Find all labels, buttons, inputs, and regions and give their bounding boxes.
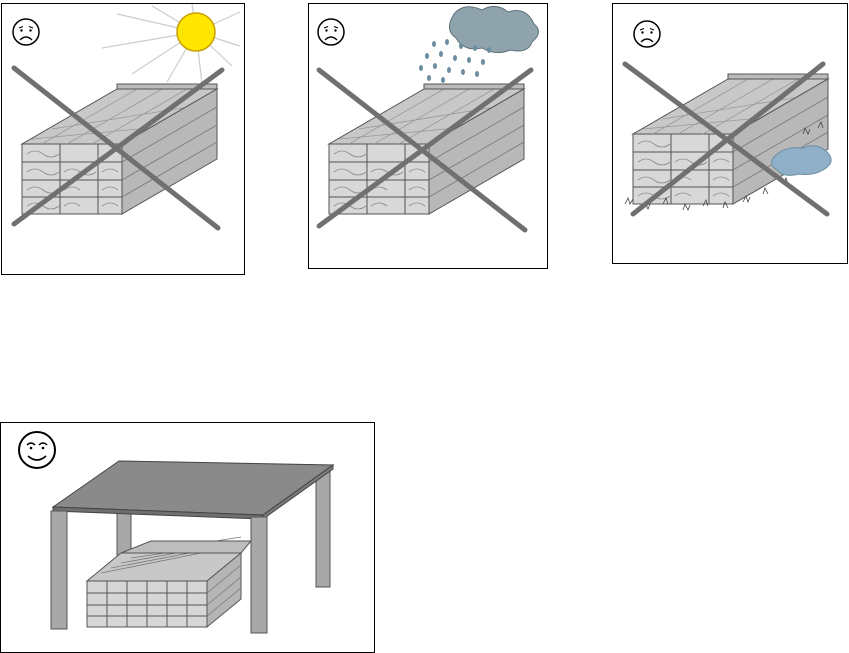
rain-cloud-icon [419, 6, 539, 83]
panel-wet-ground [612, 3, 848, 264]
panel-covered [0, 422, 375, 653]
panel-sun [1, 3, 245, 275]
wood-pile [87, 537, 251, 627]
panel-rain [308, 3, 548, 269]
sad-face-icon [634, 21, 660, 47]
happy-face-icon [19, 432, 55, 468]
sad-face-icon [13, 19, 39, 45]
sad-face-icon [318, 19, 344, 45]
